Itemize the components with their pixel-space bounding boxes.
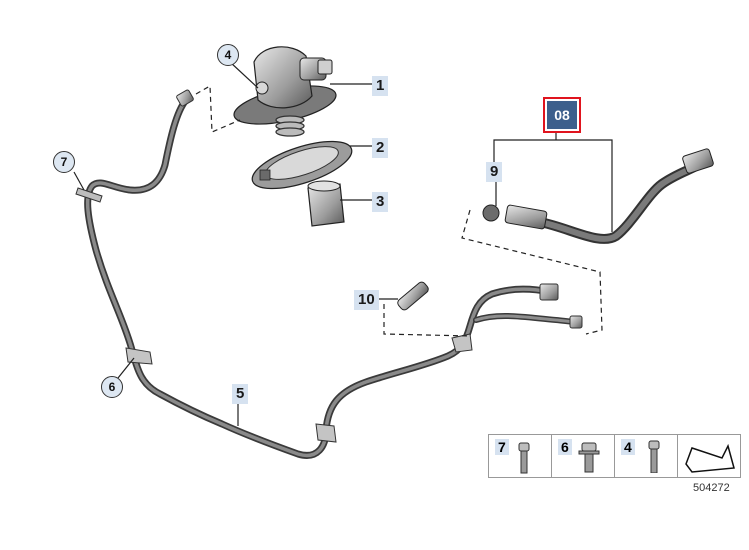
high-pressure-pump (233, 46, 337, 137)
legend-item-6: 6 (551, 434, 615, 478)
callout-1: 1 (372, 76, 389, 96)
legend-item-label: 7 (495, 439, 509, 455)
callout-08-highlight[interactable]: 08 (543, 97, 581, 133)
callout-6: 6 (101, 376, 123, 398)
callout-9: 9 (486, 162, 503, 182)
callout-7: 7 (53, 151, 75, 173)
legend-item-label: 4 (621, 439, 635, 455)
direction-arrow-icon (685, 443, 735, 473)
fuel-line-08 (535, 159, 705, 244)
callout-2: 2 (372, 138, 389, 158)
roller-tappet (307, 180, 345, 227)
callout-4: 4 (217, 44, 239, 66)
callout-08-label: 08 (547, 101, 577, 129)
dashed-guides (195, 84, 603, 337)
line-08-fittings (482, 148, 714, 230)
callout-5: 5 (232, 384, 249, 404)
callout-3: 3 (372, 192, 389, 212)
legend-item-4: 4 (614, 434, 678, 478)
line-fittings (75, 89, 583, 443)
part-10-valve (397, 281, 429, 311)
seal-ring (251, 140, 353, 190)
bolt-icon (518, 442, 530, 474)
flange-bolt-icon (578, 442, 600, 473)
diagram-id: 504272 (693, 482, 730, 494)
bolt-icon (648, 440, 660, 473)
legend-item-7: 7 (488, 434, 552, 478)
leader-lines (73, 61, 613, 426)
legend-direction (677, 434, 741, 478)
legend-item-label: 6 (558, 439, 572, 455)
callout-10: 10 (354, 290, 379, 310)
